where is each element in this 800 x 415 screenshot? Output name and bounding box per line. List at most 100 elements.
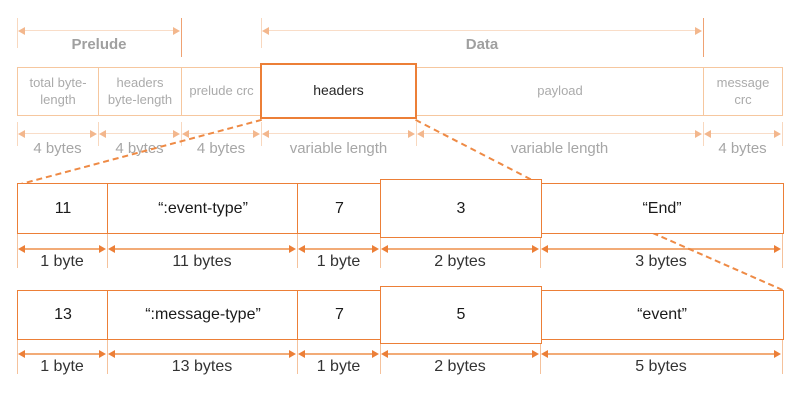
- dimension-arrow-shaft: [24, 353, 100, 355]
- arrowhead-right-icon: [774, 130, 781, 138]
- field-prelude-crc: prelude crc: [181, 67, 262, 116]
- arrowhead-right-icon: [532, 350, 539, 358]
- arrowhead-left-icon: [298, 245, 305, 253]
- dimension-arrow-shaft: [304, 353, 373, 355]
- arrowhead-left-icon: [18, 350, 25, 358]
- tick-line: [17, 232, 18, 268]
- field-size-label: variable length: [510, 140, 609, 157]
- header1-size-label: 1 byte: [40, 253, 84, 270]
- header2-size-label: 1 byte: [316, 358, 361, 375]
- dimension-arrow-shaft: [547, 353, 775, 355]
- arrowhead-right-icon: [289, 350, 296, 358]
- dimension-arrow-shaft: [304, 248, 373, 250]
- tick-line: [540, 338, 541, 374]
- arrowhead-left-icon: [108, 350, 115, 358]
- data-section-label: Data: [465, 36, 499, 53]
- header1-name-length-cell: 11: [17, 183, 109, 234]
- field-label: message crc: [716, 75, 770, 107]
- field-size-label: variable length: [289, 140, 388, 157]
- field-total-byte-length: total byte-length: [17, 67, 99, 116]
- tick-line: [181, 122, 182, 146]
- dimension-arrow-shaft: [24, 248, 100, 250]
- dimension-arrow-shaft: [387, 353, 533, 355]
- arrowhead-right-icon: [173, 130, 180, 138]
- tick-line: [17, 18, 18, 48]
- dimension-arrow-shaft: [24, 30, 174, 31]
- tick-line: [297, 338, 298, 374]
- field-label: prelude crc: [189, 83, 254, 99]
- arrowhead-right-icon: [532, 245, 539, 253]
- arrowhead-right-icon: [253, 130, 260, 138]
- cell-value: 7: [335, 199, 344, 217]
- header2-value-type-cell: 7: [297, 290, 382, 340]
- header1-name-cell: “:event-type”: [107, 183, 299, 234]
- arrowhead-left-icon: [541, 350, 548, 358]
- field-size-label: 4 bytes: [33, 140, 82, 157]
- dimension-arrow-shaft: [268, 30, 696, 31]
- dimension-arrow-shaft: [114, 353, 290, 355]
- tick-line: [261, 18, 262, 48]
- cell-value: 11: [54, 199, 72, 217]
- tick-line: [782, 232, 783, 268]
- header2-name-cell: “:message-type”: [107, 290, 299, 340]
- field-label: headers: [313, 82, 364, 99]
- cell-value: “End”: [642, 199, 682, 217]
- arrowhead-right-icon: [173, 27, 180, 35]
- tick-line: [782, 122, 783, 146]
- arrowhead-right-icon: [289, 245, 296, 253]
- arrowhead-left-icon: [18, 27, 25, 35]
- cell-value: 5: [456, 306, 466, 323]
- cell-value: 7: [335, 306, 344, 323]
- tick-line: [107, 338, 108, 374]
- arrowhead-left-icon: [381, 245, 388, 253]
- dimension-arrow-shaft: [114, 248, 290, 250]
- arrowhead-left-icon: [381, 350, 388, 358]
- tick-line: [380, 338, 381, 374]
- header1-size-label: 3 bytes: [635, 253, 687, 270]
- header2-size-label: 13 bytes: [171, 358, 233, 375]
- tick-line: [416, 122, 417, 146]
- dimension-arrow-shaft: [24, 133, 91, 134]
- header1-size-label: 11 bytes: [172, 253, 232, 270]
- arrowhead-right-icon: [408, 130, 415, 138]
- arrowhead-left-icon: [182, 130, 189, 138]
- header2-size-label: 1 byte: [40, 358, 84, 375]
- cell-value: “:message-type”: [145, 306, 261, 323]
- arrowhead-left-icon: [262, 27, 269, 35]
- header1-value-length-cell: 3: [380, 179, 542, 238]
- field-label: payload: [537, 83, 583, 99]
- tick-line: [17, 338, 18, 374]
- cell-value: 3: [456, 199, 466, 217]
- field-message-crc: message crc: [703, 67, 783, 116]
- arrowhead-right-icon: [90, 130, 97, 138]
- arrowhead-left-icon: [541, 245, 548, 253]
- arrowhead-right-icon: [695, 130, 702, 138]
- arrowhead-right-icon: [774, 245, 781, 253]
- tick-line: [261, 122, 262, 146]
- arrowhead-left-icon: [18, 245, 25, 253]
- tick-line: [540, 232, 541, 268]
- field-headers: headers: [260, 63, 417, 119]
- cell-value: “:event-type”: [158, 199, 248, 217]
- arrowhead-right-icon: [372, 245, 379, 253]
- dimension-arrow-shaft: [105, 133, 174, 134]
- tick-line: [703, 122, 704, 146]
- header2-name-length-cell: 13: [17, 290, 109, 340]
- header1-size-label: 1 byte: [316, 253, 361, 270]
- field-size-label: 4 bytes: [718, 140, 767, 157]
- header1-value-cell: “End”: [540, 183, 784, 234]
- tick-line: [107, 232, 108, 268]
- arrowhead-left-icon: [99, 130, 106, 138]
- field-size-label: 4 bytes: [196, 140, 246, 157]
- arrowhead-left-icon: [704, 130, 711, 138]
- dimension-arrow-shaft: [387, 248, 533, 250]
- arrowhead-right-icon: [695, 27, 702, 35]
- field-label: headers byte-length: [107, 75, 173, 107]
- arrowhead-right-icon: [99, 350, 106, 358]
- dimension-arrow-shaft: [423, 133, 696, 134]
- header1-value-type-cell: 7: [297, 183, 382, 234]
- header2-value-length-cell: 5: [380, 286, 542, 344]
- tick-line: [380, 232, 381, 268]
- arrowhead-left-icon: [108, 245, 115, 253]
- tick-line: [782, 338, 783, 374]
